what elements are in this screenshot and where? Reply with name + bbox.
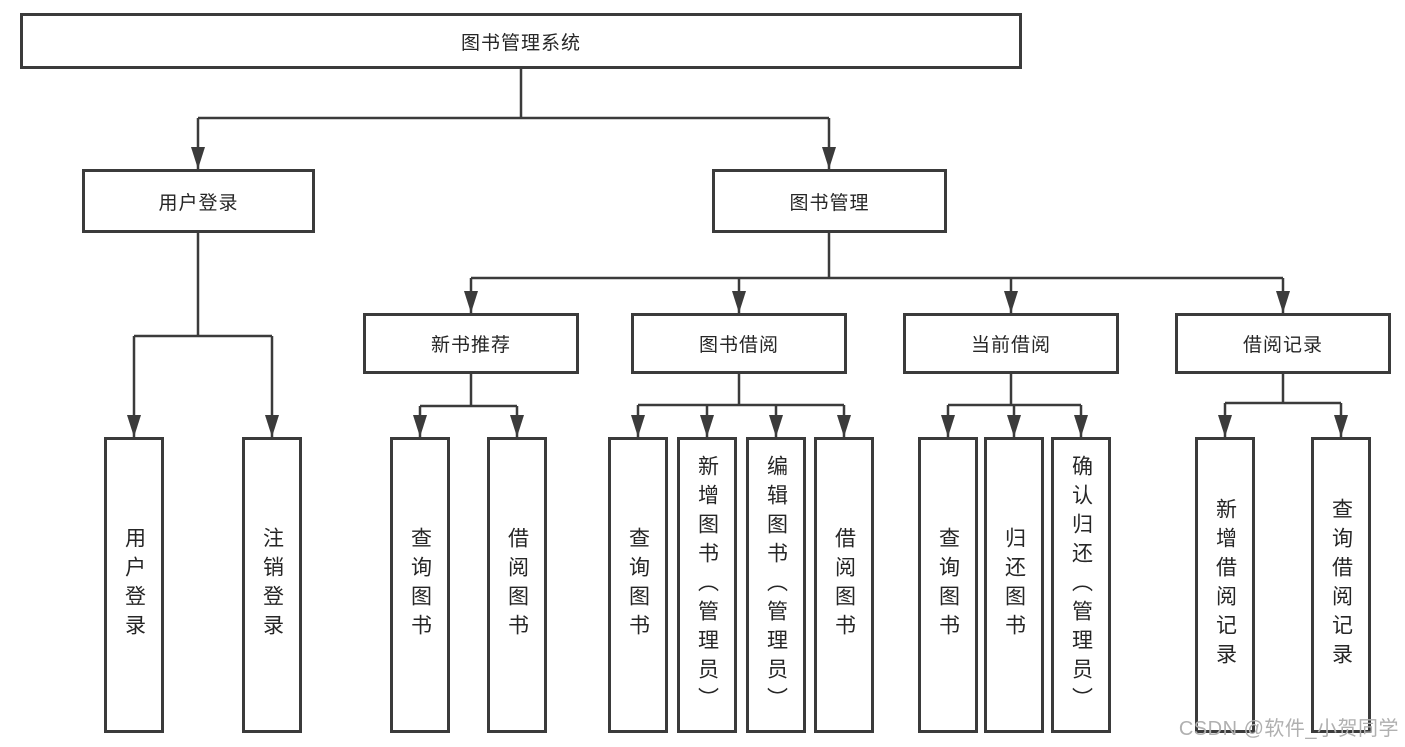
leaf-label: 注销登录 <box>260 527 284 643</box>
node-library-management-system: 图书管理系统 <box>20 13 1022 69</box>
node-book-borrow: 图书借阅 <box>631 313 847 374</box>
leaf-query-book-current: 查询图书 <box>918 437 978 733</box>
leaf-label: 查询图书 <box>936 527 960 643</box>
leaf-label: 确认归还（管理员） <box>1069 454 1093 716</box>
leaf-label: 归还图书 <box>1002 527 1026 643</box>
leaf-user-login: 用户登录 <box>104 437 164 733</box>
csdn-watermark: CSDN @软件_小贺同学 <box>1178 718 1399 740</box>
leaf-confirm-return-admin: 确认归还（管理员） <box>1051 437 1111 733</box>
leaf-label: 查询图书 <box>408 527 432 643</box>
leaf-query-borrow-record: 查询借阅记录 <box>1311 437 1371 733</box>
leaf-label: 查询借阅记录 <box>1329 498 1353 672</box>
leaf-label: 编辑图书（管理员） <box>764 454 788 716</box>
leaf-return-book: 归还图书 <box>984 437 1044 733</box>
leaf-logout: 注销登录 <box>242 437 302 733</box>
node-current-borrow: 当前借阅 <box>903 313 1119 374</box>
node-borrow-record: 借阅记录 <box>1175 313 1391 374</box>
leaf-borrow-book-recommend: 借阅图书 <box>487 437 547 733</box>
leaf-label: 新增图书（管理员） <box>695 454 719 716</box>
leaf-query-book-borrow: 查询图书 <box>608 437 668 733</box>
leaf-add-borrow-record: 新增借阅记录 <box>1195 437 1255 733</box>
leaf-label: 借阅图书 <box>832 527 856 643</box>
leaf-edit-book-admin: 编辑图书（管理员） <box>746 437 806 733</box>
node-book-management: 图书管理 <box>712 169 947 233</box>
leaf-label: 新增借阅记录 <box>1213 498 1237 672</box>
leaf-add-book-admin: 新增图书（管理员） <box>677 437 737 733</box>
leaf-query-book-recommend: 查询图书 <box>390 437 450 733</box>
leaf-label: 借阅图书 <box>505 527 529 643</box>
leaf-borrow-book: 借阅图书 <box>814 437 874 733</box>
leaf-label: 用户登录 <box>122 527 146 643</box>
node-new-book-recommend: 新书推荐 <box>363 313 579 374</box>
leaf-label: 查询图书 <box>626 527 650 643</box>
node-user-login: 用户登录 <box>82 169 315 233</box>
